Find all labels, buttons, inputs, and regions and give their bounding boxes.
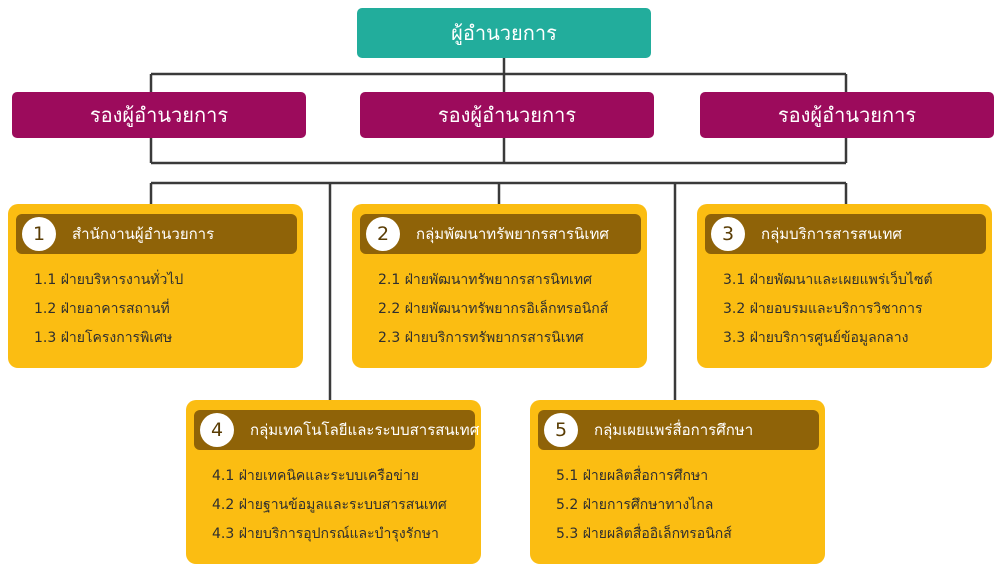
unit-item-list: 3.1 ฝ่ายพัฒนาและเผยแพร่เว็บไซต์ 3.2 ฝ่าย… bbox=[723, 266, 933, 353]
unit-item-list: 4.1 ฝ่ายเทคนิคและระบบเครือข่าย 4.2 ฝ่ายฐ… bbox=[212, 462, 447, 549]
unit-item-list: 1.1 ฝ่ายบริหารงานทั่วไป 1.2 ฝ่ายอาคารสถา… bbox=[34, 266, 183, 353]
unit-item: 3.2 ฝ่ายอบรมและบริการวิชาการ bbox=[723, 301, 923, 317]
deputy-label: รองผู้อำนวยการ bbox=[777, 103, 917, 127]
unit-header: 3 กลุ่มบริการสารสนเทศ bbox=[705, 214, 986, 254]
unit-item: 3.3 ฝ่ายบริการศูนย์ข้อมูลกลาง bbox=[723, 330, 909, 346]
unit-item: 5.1 ฝ่ายผลิตสื่อการศึกษา bbox=[556, 468, 709, 484]
deputy-label: รองผู้อำนวยการ bbox=[89, 103, 229, 127]
unit-card-2: 2 กลุ่มพัฒนาทรัพยากรสารนิเทศ 2.1 ฝ่ายพัฒ… bbox=[352, 204, 647, 368]
director-label: ผู้อำนวยการ bbox=[451, 21, 557, 45]
deputy-box-1: รองผู้อำนวยการ bbox=[12, 92, 306, 138]
unit-item-list: 5.1 ฝ่ายผลิตสื่อการศึกษา 5.2 ฝ่ายการศึกษ… bbox=[556, 462, 732, 549]
unit-title: กลุ่มพัฒนาทรัพยากรสารนิเทศ bbox=[416, 225, 609, 243]
unit-card-1: 1 สำนักงานผู้อำนวยการ 1.1 ฝ่ายบริหารงานท… bbox=[8, 204, 303, 368]
unit-header: 2 กลุ่มพัฒนาทรัพยากรสารนิเทศ bbox=[360, 214, 641, 254]
unit-item: 5.2 ฝ่ายการศึกษาทางไกล bbox=[556, 497, 714, 513]
unit-item: 2.1 ฝ่ายพัฒนาทรัพยากรสารนิทเทศ bbox=[378, 272, 592, 288]
unit-header: 4 กลุ่มเทคโนโลยีและระบบสารสนเทศ bbox=[194, 410, 479, 450]
unit-item: 4.3 ฝ่ายบริการอุปกรณ์และบำรุงรักษา bbox=[212, 526, 439, 542]
unit-item-list: 2.1 ฝ่ายพัฒนาทรัพยากรสารนิทเทศ 2.2 ฝ่ายพ… bbox=[378, 266, 608, 353]
unit-header: 1 สำนักงานผู้อำนวยการ bbox=[16, 214, 297, 254]
unit-item: 4.1 ฝ่ายเทคนิคและระบบเครือข่าย bbox=[212, 468, 419, 484]
unit-number-badge: 1 bbox=[22, 217, 56, 251]
unit-item: 3.1 ฝ่ายพัฒนาและเผยแพร่เว็บไซต์ bbox=[723, 272, 933, 288]
unit-number-badge: 4 bbox=[200, 413, 234, 447]
unit-card-4: 4 กลุ่มเทคโนโลยีและระบบสารสนเทศ 4.1 ฝ่าย… bbox=[186, 400, 481, 564]
unit-card-5: 5 กลุ่มเผยแพร่สื่อการศึกษา 5.1 ฝ่ายผลิตส… bbox=[530, 400, 825, 564]
unit-title: กลุ่มบริการสารสนเทศ bbox=[761, 225, 902, 243]
unit-number-badge: 2 bbox=[366, 217, 400, 251]
unit-item: 2.3 ฝ่ายบริการทรัพยากรสารนิเทศ bbox=[378, 330, 584, 346]
deputy-box-3: รองผู้อำนวยการ bbox=[700, 92, 994, 138]
unit-item: 1.2 ฝ่ายอาคารสถานที่ bbox=[34, 301, 170, 317]
unit-title: กลุ่มเทคโนโลยีและระบบสารสนเทศ bbox=[250, 421, 480, 439]
unit-card-3: 3 กลุ่มบริการสารสนเทศ 3.1 ฝ่ายพัฒนาและเผ… bbox=[697, 204, 992, 368]
unit-title: กลุ่มเผยแพร่สื่อการศึกษา bbox=[594, 421, 754, 439]
unit-title: สำนักงานผู้อำนวยการ bbox=[72, 225, 215, 243]
unit-item: 4.2 ฝ่ายฐานข้อมูลและระบบสารสนเทศ bbox=[212, 497, 447, 513]
unit-item: 1.3 ฝ่ายโครงการพิเศษ bbox=[34, 330, 173, 346]
unit-number-badge: 3 bbox=[711, 217, 745, 251]
unit-header: 5 กลุ่มเผยแพร่สื่อการศึกษา bbox=[538, 410, 819, 450]
unit-item: 5.3 ฝ่ายผลิตสื่ออิเล็กทรอนิกส์ bbox=[556, 526, 732, 542]
deputy-label: รองผู้อำนวยการ bbox=[437, 103, 577, 127]
deputy-box-2: รองผู้อำนวยการ bbox=[360, 92, 654, 138]
unit-number-badge: 5 bbox=[544, 413, 578, 447]
director-box: ผู้อำนวยการ bbox=[357, 8, 651, 58]
unit-item: 2.2 ฝ่ายพัฒนาทรัพยากรอิเล็กทรอนิกส์ bbox=[378, 301, 609, 317]
unit-item: 1.1 ฝ่ายบริหารงานทั่วไป bbox=[34, 272, 184, 288]
